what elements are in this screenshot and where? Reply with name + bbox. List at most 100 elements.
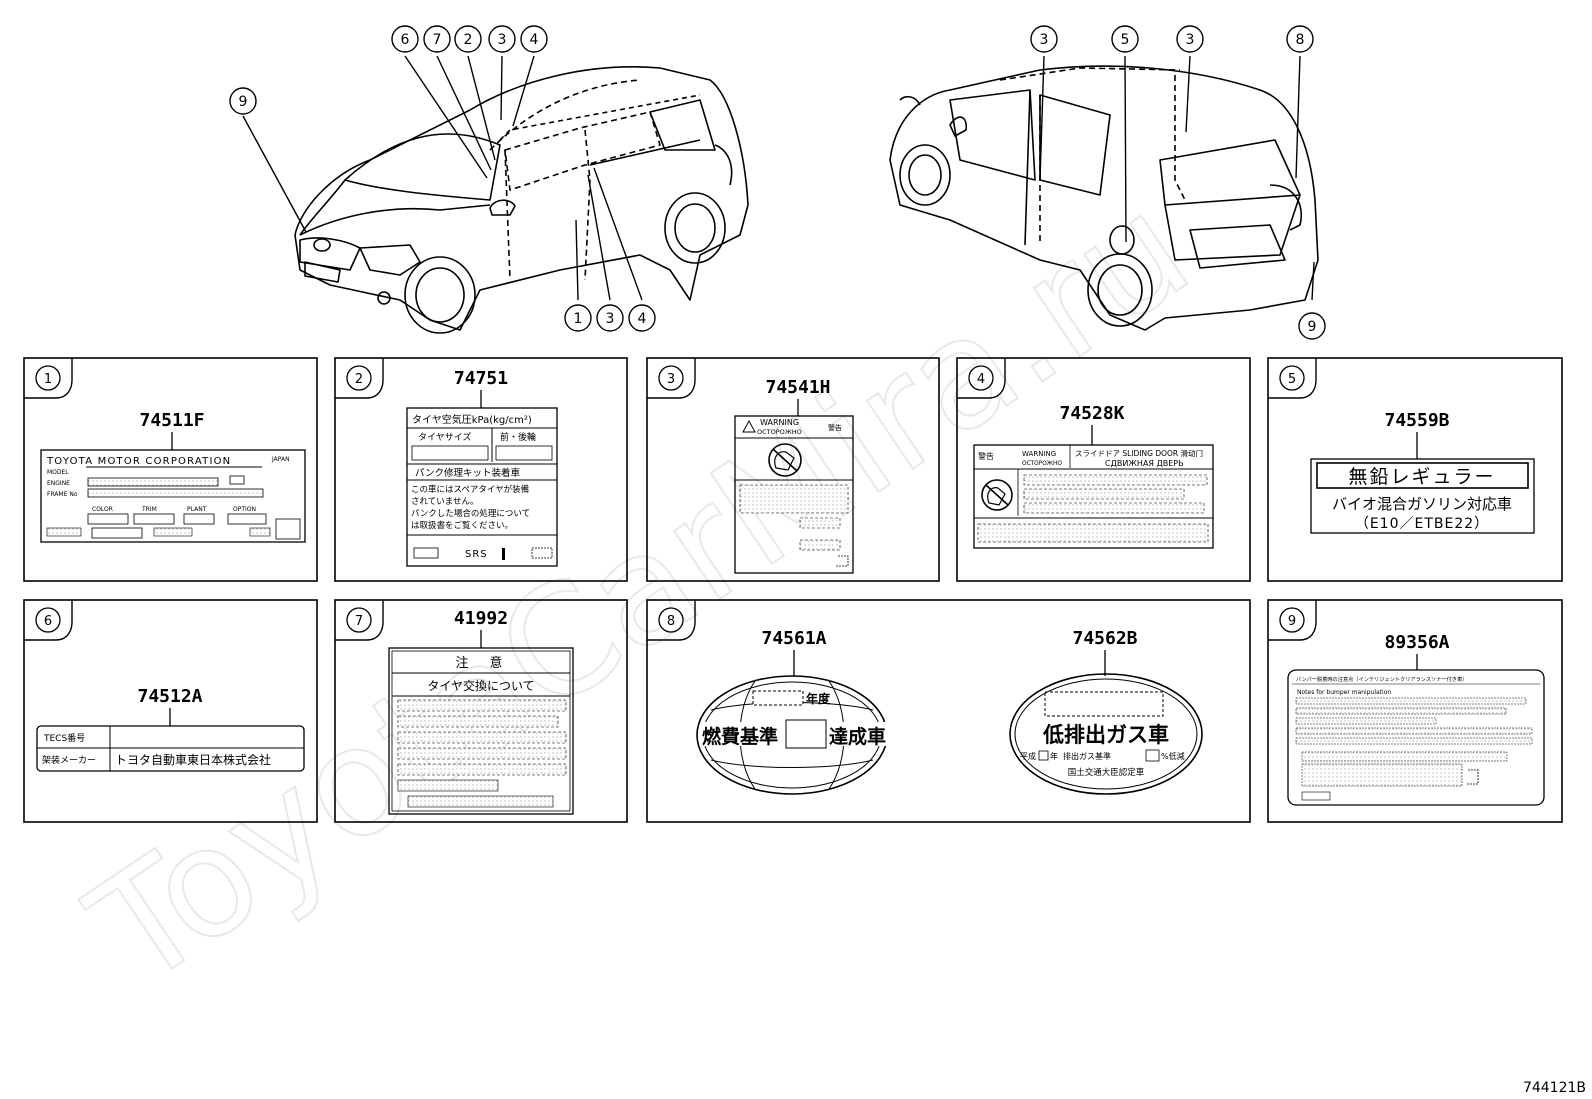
label-74528K-ru: ОСТОРОЖНО	[1022, 461, 1062, 467]
car-rear-view	[889, 65, 1319, 331]
label-74512A-maker: トヨタ自動車東日本株式会社	[115, 752, 271, 767]
label-74562B-pct: %低減	[1161, 751, 1185, 761]
car-front-view	[294, 66, 749, 334]
callout-number: 2	[464, 32, 473, 48]
panel-tag-number: 9	[1288, 614, 1296, 629]
callout-front-bottom-3: 4	[628, 304, 656, 332]
label-74562B-low: 低排出ガス車	[1042, 723, 1169, 747]
panel-tag-number: 1	[44, 372, 52, 387]
panel-tags: 1 2 3 4 5 6 7 8 9	[24, 358, 1317, 641]
callout-front-4: 2	[454, 25, 482, 53]
label-74511F-engine: ENGINE	[47, 480, 70, 487]
callout-number: 6	[401, 32, 410, 48]
label-74751-fr: 前・後輪	[500, 431, 536, 443]
callout-number: 3	[498, 32, 507, 48]
callout-number: 1	[574, 311, 583, 327]
panel-tag-number: 3	[667, 372, 675, 387]
label-41992-sub: タイヤ交換について	[427, 678, 534, 693]
panel-tag-1: 1	[24, 358, 73, 399]
label-74511F-model: MODEL	[47, 469, 69, 476]
label-74562B-heisei: 平成	[1020, 751, 1036, 761]
panel-tag-5: 5	[1268, 358, 1317, 399]
part-number-74561A: 74561A	[761, 628, 826, 649]
label-74511F-trim: TRIM	[141, 506, 157, 513]
label-74541H-warn: WARNING	[760, 418, 799, 427]
part-number-89356A: 89356A	[1384, 632, 1449, 653]
label-74512A-r1: TECS番号	[43, 732, 85, 744]
label-74511F-color: COLOR	[92, 506, 113, 513]
label-74751-kit: パンク修理キット装着車	[415, 467, 520, 479]
callout-rear-bottom-1: 9	[1298, 312, 1326, 340]
label-74561A-year: 年度	[806, 691, 831, 706]
label-74562B-nen: 年	[1050, 751, 1058, 761]
label-74528K-jp: 警告	[978, 451, 994, 461]
label-74559B: 無鉛レギュラー バイオ混合ガソリン対応車 （E10／ETBE22）	[1310, 458, 1535, 534]
part-number-74751: 74751	[454, 368, 508, 389]
label-41992: 注 意 タイヤ交換について	[388, 647, 574, 815]
label-74562B-mlit: 国土交通大臣認定車	[1068, 767, 1145, 778]
part-number-74541H: 74541H	[765, 377, 830, 398]
panel-tag-3: 3	[647, 358, 696, 399]
label-74512A-r2: 架装メーカー	[42, 754, 96, 766]
label-74511F-frame: FRAME No	[47, 491, 78, 498]
part-number-74511F: 74511F	[139, 410, 204, 431]
callout-front-1: 9	[229, 87, 257, 115]
panel-tag-number: 8	[667, 614, 675, 629]
callout-rear-2: 5	[1111, 25, 1139, 53]
label-panels	[23, 357, 1563, 823]
callout-number: 3	[1040, 32, 1049, 48]
label-74561A-fuel-right: 達成車	[829, 725, 886, 748]
label-74511F-option: OPTION	[233, 506, 256, 513]
panel-tag-4: 4	[957, 358, 1006, 399]
label-74511F: TOYOTA MOTOR CORPORATION JAPAN MODEL ENG…	[40, 449, 306, 543]
panel-tag-number: 6	[44, 614, 52, 629]
callout-front-5: 3	[488, 25, 516, 53]
panel-tag-8: 8	[647, 600, 696, 641]
callout-rear-3: 3	[1176, 25, 1204, 53]
warning-triangle-icon	[742, 419, 756, 433]
label-89356A: バンパー脱着時の注意点（インテリジェントクリアランスソナー付き車） Notes …	[1287, 669, 1545, 806]
label-74511F-plant: PLANT	[187, 506, 207, 513]
label-74541H-jp: 警告	[828, 423, 842, 432]
panel-tag-9: 9	[1268, 600, 1317, 641]
callout-number: 8	[1296, 32, 1305, 48]
callout-front-3: 7	[423, 25, 451, 53]
panel-tag-2: 2	[335, 358, 384, 399]
rear-callouts	[1039, 55, 1315, 301]
label-74559B-l1: 無鉛レギュラー	[1348, 466, 1495, 488]
label-74561A-fuel-left: 燃費基準	[702, 725, 778, 748]
label-74528K-warn: WARNING	[1022, 450, 1056, 458]
label-74751-title: タイヤ空気圧kPa(kg/cm²)	[412, 413, 532, 426]
label-74511F-corp: TOYOTA MOTOR CORPORATION	[46, 456, 231, 467]
label-41992-title: 注 意	[455, 655, 506, 671]
hand-pinch-icon	[768, 443, 802, 477]
drawing-code: 744121B	[1523, 1080, 1586, 1096]
label-74559B-l3: （E10／ETBE22）	[1355, 516, 1489, 532]
callout-number: 5	[1121, 32, 1130, 48]
label-89356A-top: バンパー脱着時の注意点（インテリジェントクリアランスソナー付き車）	[1296, 675, 1467, 683]
panel-tag-7: 7	[335, 600, 384, 641]
hand-pinch-icon	[981, 479, 1013, 511]
callout-number: 7	[433, 32, 442, 48]
label-74528K: 警告 WARNING ОСТОРОЖНО スライドドア SLIDING DOOR…	[973, 444, 1214, 549]
label-74751-body-3: パンクした場合の処理について	[411, 508, 530, 519]
label-74751-size: タイヤサイズ	[418, 431, 471, 443]
label-74562B-std: 排出ガス基準	[1063, 751, 1111, 761]
part-number-74512A: 74512A	[137, 686, 202, 707]
callout-number: 4	[530, 32, 539, 48]
callout-number: 9	[239, 94, 248, 110]
label-74751-body-4: は取扱書をご覧ください。	[411, 520, 513, 531]
callout-rear-4: 8	[1286, 25, 1314, 53]
part-number-74562B: 74562B	[1072, 628, 1137, 649]
callout-front-6: 4	[520, 25, 548, 53]
watermark: ToyotaCarMira.ru	[62, 162, 1218, 1021]
label-74559B-l2: バイオ混合ガソリン対応車	[1332, 495, 1512, 513]
label-89356A-notes: Notes for bumper manipulation	[1297, 689, 1391, 696]
label-74511F-country: JAPAN	[271, 456, 290, 463]
part-numbers: 74511F 74751 74541H 74528K 74559B 74512A…	[137, 368, 1449, 707]
label-74528K-door: スライドドア SLIDING DOOR 滑动门	[1075, 448, 1203, 458]
callout-front-bottom-1: 1	[564, 304, 592, 332]
part-number-74528K: 74528K	[1059, 403, 1124, 424]
